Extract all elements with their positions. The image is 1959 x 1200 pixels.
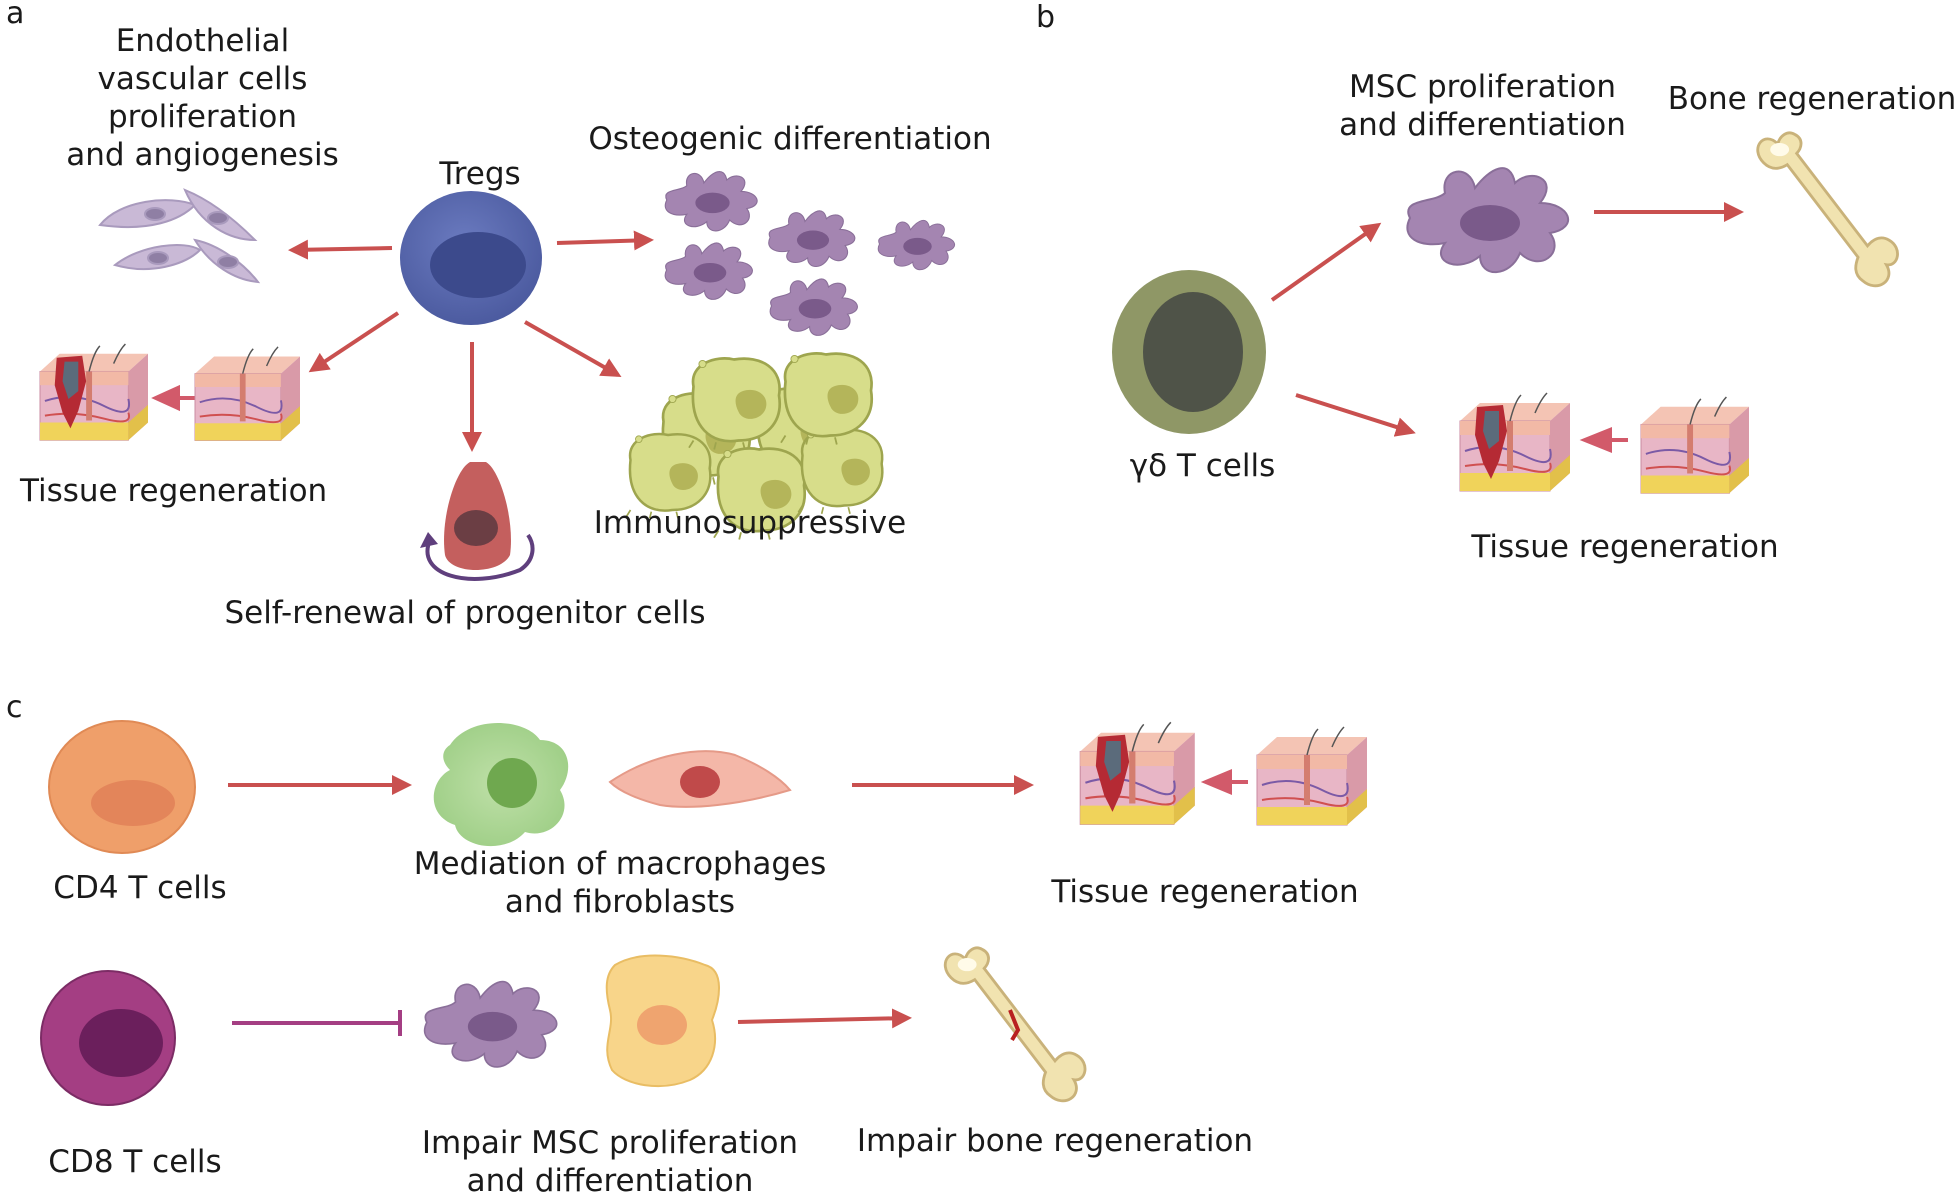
msc-proliferation-label: MSC proliferation and differentiation — [1339, 69, 1626, 143]
skin-transition-arrow — [1200, 769, 1248, 795]
osteoblast-cell — [605, 954, 720, 1087]
panel-c-arrows — [228, 775, 1034, 1029]
endothelial-cells — [98, 188, 261, 284]
tregs-label: Tregs — [439, 156, 521, 192]
tissue-regeneration-label-c: Tissue regeneration — [1051, 874, 1359, 910]
treg-nucleus — [430, 232, 526, 298]
msc-cell — [423, 980, 558, 1068]
gd-t-cells-label: γδ T cells — [1129, 448, 1276, 484]
healed-skin-block — [195, 347, 300, 441]
tissue-regeneration-label-b: Tissue regeneration — [1471, 529, 1779, 565]
osteogenic-cells — [664, 170, 956, 336]
osteogenic-label: Osteogenic differentiation — [588, 121, 992, 157]
healed-skin-block — [1257, 727, 1367, 825]
wound-skin-block — [1460, 393, 1570, 491]
panel-b — [1112, 131, 1900, 493]
impair-bone-label: Impair bone regeneration — [856, 1123, 1254, 1159]
bone-icon — [1756, 131, 1900, 288]
immunosuppressive-label: Immunosuppressive — [593, 505, 907, 541]
msc-cell — [1406, 167, 1570, 274]
panel-b-arrows — [1270, 202, 1744, 437]
progenitor-label: Self-renewal of progenitor cells — [224, 595, 706, 631]
endothelial-label: Endothelial vascular cells proliferation… — [66, 23, 339, 173]
tissue-regeneration-label-a: Tissue regeneration — [20, 473, 328, 509]
healed-skin-block — [1641, 397, 1749, 493]
skin-transition-arrow — [151, 384, 196, 412]
cd8-t-cells-label: CD8 T cells — [48, 1144, 222, 1180]
panel-label-c: c — [6, 690, 23, 725]
cd4-t-cells-label: CD4 T cells — [53, 870, 227, 906]
inhibition-arrow — [232, 1010, 402, 1036]
macrophage-fibroblast-label: Mediation of macrophages and fibroblasts — [413, 846, 827, 920]
panel-a — [40, 170, 956, 581]
progenitor-cell — [420, 462, 535, 581]
macrophage-cell — [433, 722, 569, 847]
impair-msc-label: Impair MSC proliferation and differentia… — [421, 1125, 799, 1199]
bone-regeneration-label: Bone regeneration — [1667, 81, 1957, 117]
cd8-nucleus — [79, 1009, 163, 1077]
cd4-nucleus — [91, 780, 175, 826]
panel-a-arrows — [288, 230, 654, 452]
gd-t-nucleus — [1143, 292, 1243, 412]
panel-label-a: a — [6, 0, 25, 31]
wound-skin-block — [40, 344, 148, 440]
panel-label-b: b — [1036, 0, 1056, 35]
wound-skin-block — [1080, 722, 1195, 824]
panel-c — [40, 720, 1367, 1106]
skin-transition-arrow — [1579, 427, 1628, 453]
fibroblast-cell — [608, 750, 792, 808]
fractured-bone-icon — [943, 946, 1087, 1103]
